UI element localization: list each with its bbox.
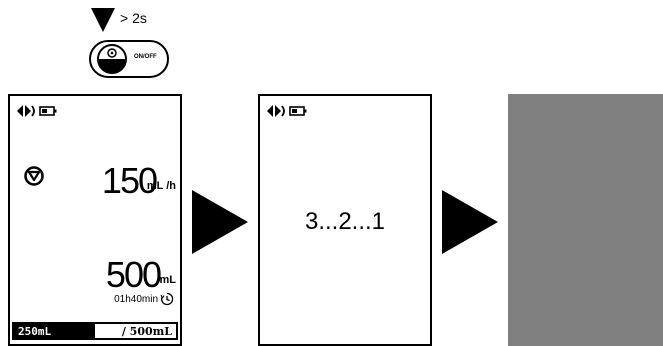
total-volume: / 500mL [121,324,172,338]
time-remaining: 01h40min [114,294,158,305]
press-duration-label: > 2s [120,10,147,26]
volume-value: 500 [105,254,162,295]
battery-icon [39,106,57,116]
infused-volume: 250mL [18,324,52,338]
screen-infusion-running: 150 mL /h 500 mL 01h40min 250mL / 500mL [8,94,182,346]
progress-fill [14,324,95,338]
status-bar [266,102,307,120]
stop-icon [24,166,44,191]
arrow-right-icon [442,190,498,254]
arrow-right-icon [192,190,248,254]
flow-rate-unit: mL /h [146,180,176,192]
onoff-button-icon [89,40,169,78]
press-down-arrow-icon [91,8,115,32]
battery-icon [289,106,307,116]
status-bar [16,102,57,120]
timer-icon [160,292,174,311]
onoff-button[interactable]: ON/OFF [89,40,169,78]
shutdown-countdown: 3...2...1 [304,208,386,235]
speaker-icon [16,103,36,119]
flow-rate-value: 150 [101,160,158,201]
volume-unit: mL [159,274,177,286]
onoff-label: ON/OFF [134,54,157,60]
infusion-progress-bar: 250mL / 500mL [12,322,178,340]
screen-powered-off [508,94,663,346]
screen-countdown: 3...2...1 [258,94,432,346]
speaker-icon [266,103,286,119]
